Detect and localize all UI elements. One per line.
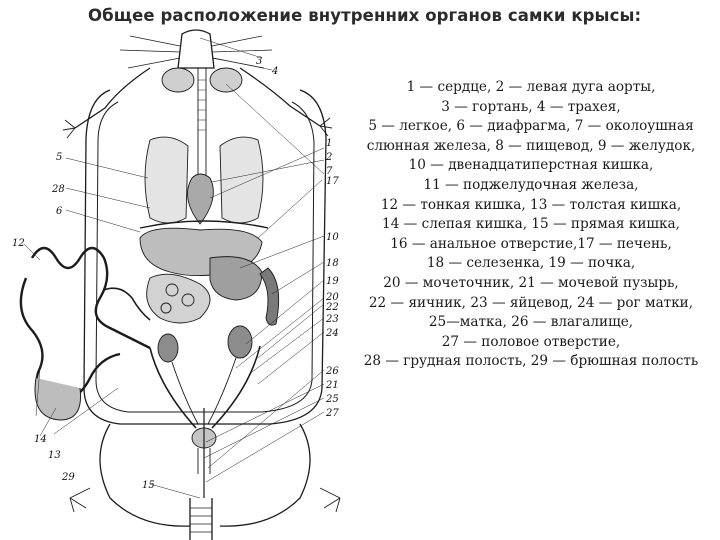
label-6: 6 [56,206,63,217]
label-7: 7 [326,166,333,177]
legend-line: 27 — половое отверстие, [441,333,621,350]
diagram-numbers: 3 4 1 2 7 17 10 18 19 20 22 23 24 26 21 … [12,56,339,491]
label-21: 21 [325,380,339,391]
label-20: 20 [325,292,339,303]
body-outline [62,29,341,540]
label-1: 1 [326,138,332,149]
abdominal-organs [139,227,280,498]
label-13: 13 [48,450,61,461]
legend-line: 16 — анальное отверстие,17 — печень, [390,235,672,252]
legend-line: слюнная железа, 8 — пищевод, 9 — желудок… [366,137,696,154]
label-12: 12 [12,238,25,249]
legend-line: 20 — мочеточник, 21 — мочевой пузырь, [383,274,679,291]
rat-anatomy-diagram: 3 4 1 2 7 17 10 18 19 20 22 23 24 26 21 … [12,29,341,540]
label-18: 18 [326,258,339,269]
label-5: 5 [56,152,62,163]
legend-line: 28 — грудная полость, 29 — брюшная полос… [363,353,699,370]
label-19: 19 [326,276,339,287]
legend-line: 12 — тонкая кишка, 13 — толстая кишка, [380,196,682,213]
legend-line: 1 — сердце, 2 — левая дуга аорты, [406,79,656,95]
legend-line: 14 — слепая кишка, 15 — прямая кишка, [382,216,680,233]
thorax-organs [139,67,269,229]
label-29: 29 [61,472,75,483]
legend-line: 22 — яичник, 23 — яйцевод, 24 — рог матк… [368,294,694,311]
label-22: 22 [325,302,339,313]
legend-line: 18 — селезенка, 19 — почка, [426,255,636,272]
legend: 1 — сердце, 2 — левая дуга аорты, 3 — го… [344,78,718,372]
extracted-intestine [19,246,151,421]
legend-line: 10 — двенадцатиперстная кишка, [408,157,654,174]
label-17: 17 [326,176,339,187]
leader-lines [23,37,325,499]
legend-line: 25—матка, 26 — влагалище, [428,314,634,331]
label-24: 24 [325,328,339,339]
label-2: 2 [325,152,332,163]
label-15: 15 [142,480,155,491]
label-10: 10 [326,232,339,243]
legend-line: 5 — легкое, 6 — диафрагма, 7 — околоушна… [368,118,694,135]
label-4: 4 [271,66,278,77]
legend-line: 11 — поджелудочная железа, [423,176,639,193]
page-title: Общее расположение внутренних органов са… [88,6,642,25]
label-3: 3 [256,56,262,67]
label-23: 23 [325,314,339,325]
label-26: 26 [325,366,339,377]
label-14: 14 [34,434,47,445]
label-28: 28 [51,184,65,195]
label-27: 27 [325,408,339,419]
legend-line: 3 — гортань, 4 — трахея, [441,98,621,115]
label-25: 25 [325,394,339,405]
